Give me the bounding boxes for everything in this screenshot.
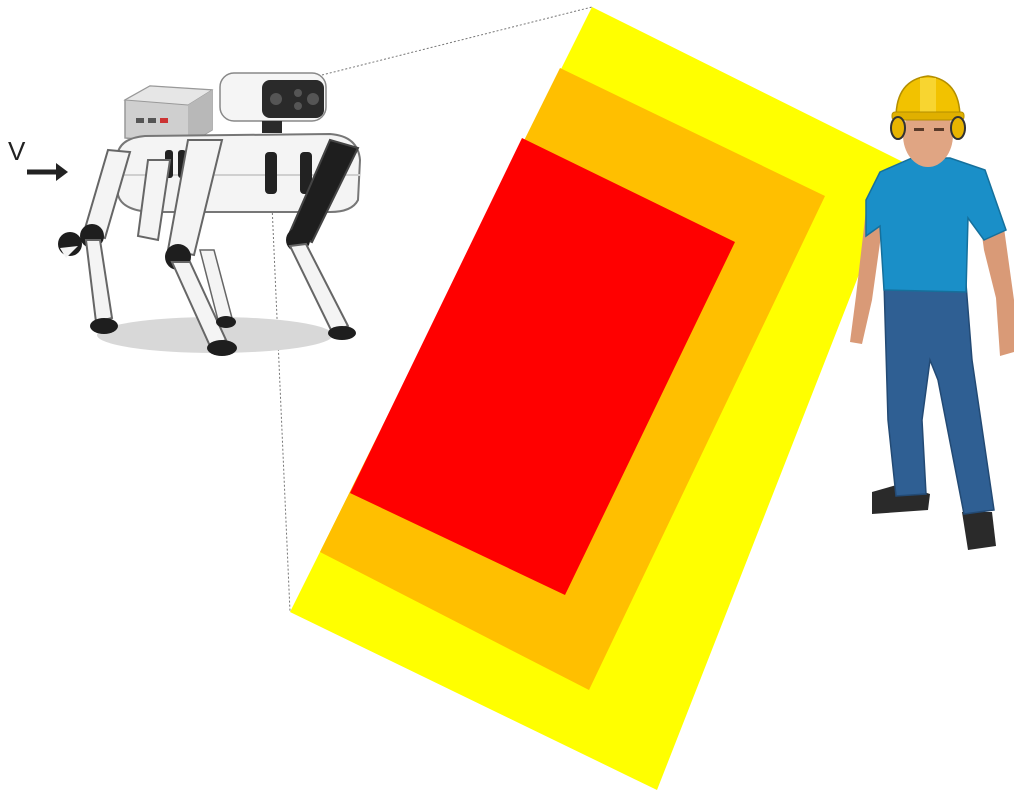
- sensor-fov-lines: [271, 6, 593, 613]
- left-arm: [850, 210, 884, 344]
- inner-danger-zone: [350, 138, 735, 595]
- construction-worker-icon: [850, 75, 1014, 550]
- right-arm: [978, 206, 1014, 356]
- jeans: [883, 281, 995, 515]
- robot-leg-rear-left: [80, 148, 132, 334]
- robot-leg-front-right: [286, 138, 360, 340]
- velocity-indicator: V: [8, 136, 68, 181]
- robot-leg-rear-right: [58, 159, 172, 258]
- arrow-right-icon: [27, 163, 68, 181]
- robot-camera: [219, 72, 327, 133]
- hard-hat-icon: [890, 75, 966, 140]
- robot-compute-box: [123, 85, 214, 145]
- right-shoe: [962, 512, 996, 550]
- robot-leg-front-left: [165, 139, 237, 356]
- safety-zones: [290, 7, 903, 790]
- shirt: [865, 157, 1007, 293]
- quadruped-robot-icon: [58, 72, 362, 356]
- velocity-label: V: [8, 136, 26, 166]
